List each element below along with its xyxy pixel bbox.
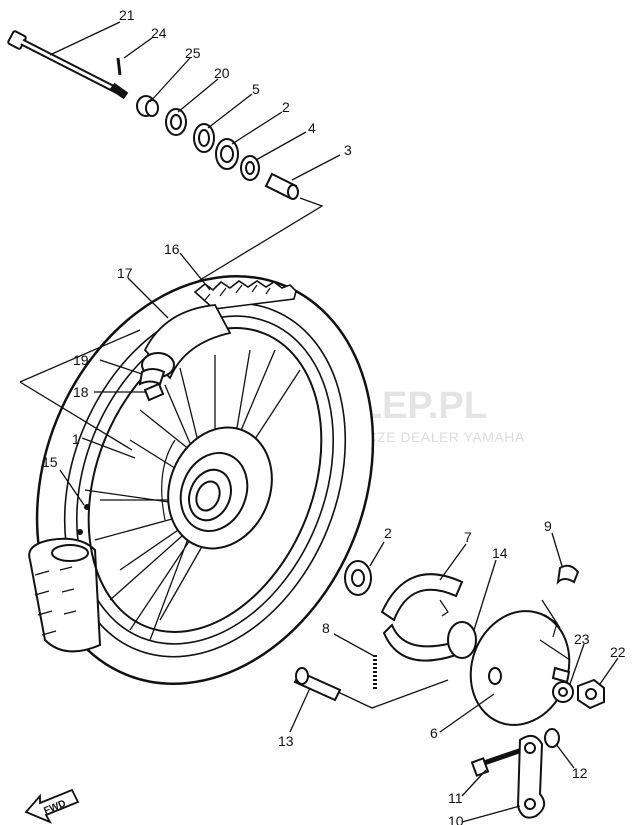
callout-22: 22 <box>610 644 626 660</box>
bearing-part-2-lower <box>344 560 372 596</box>
cotter-pin-part-24 <box>116 57 122 76</box>
callout-15: 15 <box>42 454 58 470</box>
cap-part-9 <box>556 564 580 585</box>
collar-part-25 <box>136 95 159 117</box>
callout-20: 20 <box>214 65 230 81</box>
callout-1: 1 <box>72 431 80 447</box>
callout-12: 12 <box>572 765 588 781</box>
brake-lever-part-10 <box>516 734 546 819</box>
callout-13: 13 <box>278 733 294 749</box>
axle-part-21 <box>7 30 129 100</box>
nut-part-12 <box>544 728 560 748</box>
hub <box>161 426 273 550</box>
callout-5: 5 <box>252 81 260 97</box>
rim-part-1 <box>87 327 323 633</box>
fwd-arrow: FWD <box>24 788 80 824</box>
oil-seal-part-20 <box>165 108 187 136</box>
brake-plate-part-6 <box>469 610 571 726</box>
callout-2-top: 2 <box>282 99 290 115</box>
callout-7: 7 <box>464 529 472 545</box>
wheel-assembly <box>28 275 375 685</box>
callout-23: 23 <box>574 631 590 647</box>
valve-part-18 <box>143 382 165 402</box>
bearing-part-2-top <box>215 138 239 170</box>
spacer-part-3 <box>264 172 299 200</box>
bolt-part-11 <box>470 747 523 777</box>
callout-17: 17 <box>117 265 133 281</box>
circlip-part-5 <box>193 123 215 153</box>
nut-part-22 <box>577 678 605 710</box>
callout-16: 16 <box>164 241 180 257</box>
cam-part-13 <box>293 667 342 702</box>
callout-14: 14 <box>492 545 508 561</box>
callout-21: 21 <box>119 7 135 23</box>
callout-4: 4 <box>308 120 316 136</box>
leader-lines <box>19 21 619 823</box>
callout-19: 19 <box>73 352 89 368</box>
callout-6: 6 <box>430 725 438 741</box>
bearing-part-4 <box>240 155 260 181</box>
tube-part-17 <box>141 304 232 380</box>
callout-9: 9 <box>544 518 552 534</box>
callout-25: 25 <box>185 45 201 61</box>
callout-10: 10 <box>448 813 464 825</box>
rim-band-part-19 <box>138 368 166 386</box>
callout-2-lower: 2 <box>384 525 392 541</box>
callout-8: 8 <box>322 620 330 636</box>
callout-24: 24 <box>151 25 167 41</box>
callout-3: 3 <box>344 142 352 158</box>
seal-part-14 <box>447 621 477 659</box>
washer-part-23 <box>552 681 574 703</box>
callout-numbers: 21 24 25 20 5 2 4 3 16 17 19 18 1 15 2 7… <box>42 7 626 825</box>
brake-assembly <box>293 560 605 819</box>
axle-assembly <box>7 30 324 287</box>
nipple-part-15 <box>84 504 90 510</box>
callout-18: 18 <box>73 384 89 400</box>
callout-11: 11 <box>448 790 463 806</box>
